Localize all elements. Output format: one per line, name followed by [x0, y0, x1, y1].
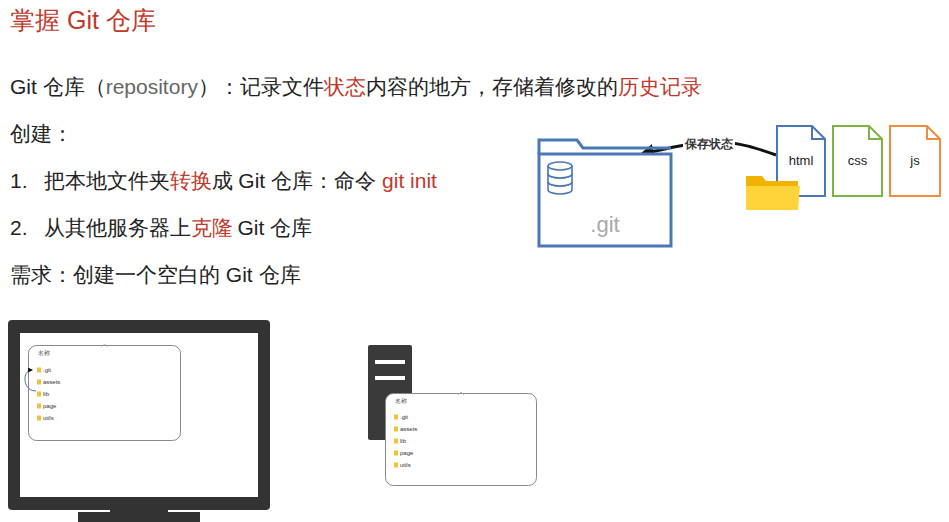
text-run: 内容的地方，存储着修改的	[366, 75, 618, 98]
monitor-base	[78, 512, 200, 522]
text-run: 转换	[170, 169, 212, 192]
file-name: lib	[43, 391, 49, 397]
text-run: 1.	[10, 169, 28, 192]
text-run: 状态	[324, 75, 366, 98]
file-name: lib	[400, 438, 406, 444]
monitor-frame	[8, 320, 270, 510]
text-line: 需求：创建一个空白的 Git 仓库	[10, 264, 301, 285]
text-line: 1. 把本地文件夹转换成 Git 仓库：命令git init	[10, 170, 437, 191]
file-name: 名称	[395, 398, 407, 404]
server-slot	[375, 360, 405, 364]
text-run: Git 仓库（	[10, 75, 106, 98]
text-run: 克隆	[191, 216, 233, 239]
text-line: 2. 从其他服务器上克隆Git 仓库	[10, 217, 312, 238]
file-box: html	[776, 125, 826, 197]
text-run: 从其他服务器上	[44, 216, 191, 239]
file-name: 名称	[38, 350, 50, 356]
node-label: js	[910, 154, 919, 167]
file-box: css	[832, 125, 883, 197]
monitor-screen	[20, 333, 258, 497]
file-box: js	[889, 125, 941, 197]
text-run: 创建：	[10, 122, 73, 145]
file-name: utils	[43, 415, 54, 421]
title: 掌握 Git 仓库	[10, 8, 156, 33]
node-label: html	[789, 154, 814, 167]
file-name: .git	[43, 367, 51, 373]
folder-icon	[746, 176, 800, 210]
file-name: assets	[400, 426, 417, 432]
file-name: .git	[400, 414, 408, 420]
file-name: utils	[400, 462, 411, 468]
file-panel: 名称 .git assets lib page utils	[28, 345, 181, 441]
node-label: .git	[590, 214, 619, 236]
text-run: ）：记录文件	[198, 75, 324, 98]
text-run: 需求：创建一个空白的 Git 仓库	[10, 263, 301, 286]
server-slot	[375, 376, 405, 380]
file-name: assets	[43, 379, 60, 385]
text-run: 成 Git 仓库：命令	[212, 169, 377, 192]
text-run: git init	[382, 169, 437, 192]
node-label: css	[848, 154, 868, 167]
file-name: page	[400, 450, 413, 456]
text-line: Git 仓库（repository）：记录文件状态内容的地方，存储着修改的历史记…	[10, 76, 702, 97]
file-panel: 名称 .git assets lib page utils	[385, 393, 537, 486]
folder-box: .git	[537, 138, 673, 248]
text-line: 创建：	[10, 123, 73, 144]
text-run: repository	[106, 75, 198, 98]
panel-outline	[385, 393, 537, 486]
edge-label: 保存状态	[683, 137, 735, 151]
text-run: Git 仓库	[238, 216, 313, 239]
file-name: page	[43, 403, 56, 409]
text-run: 把本地文件夹	[44, 169, 170, 192]
panel-outline	[28, 345, 181, 441]
text-run: 2.	[10, 216, 28, 239]
text-run: 历史记录	[618, 75, 702, 98]
